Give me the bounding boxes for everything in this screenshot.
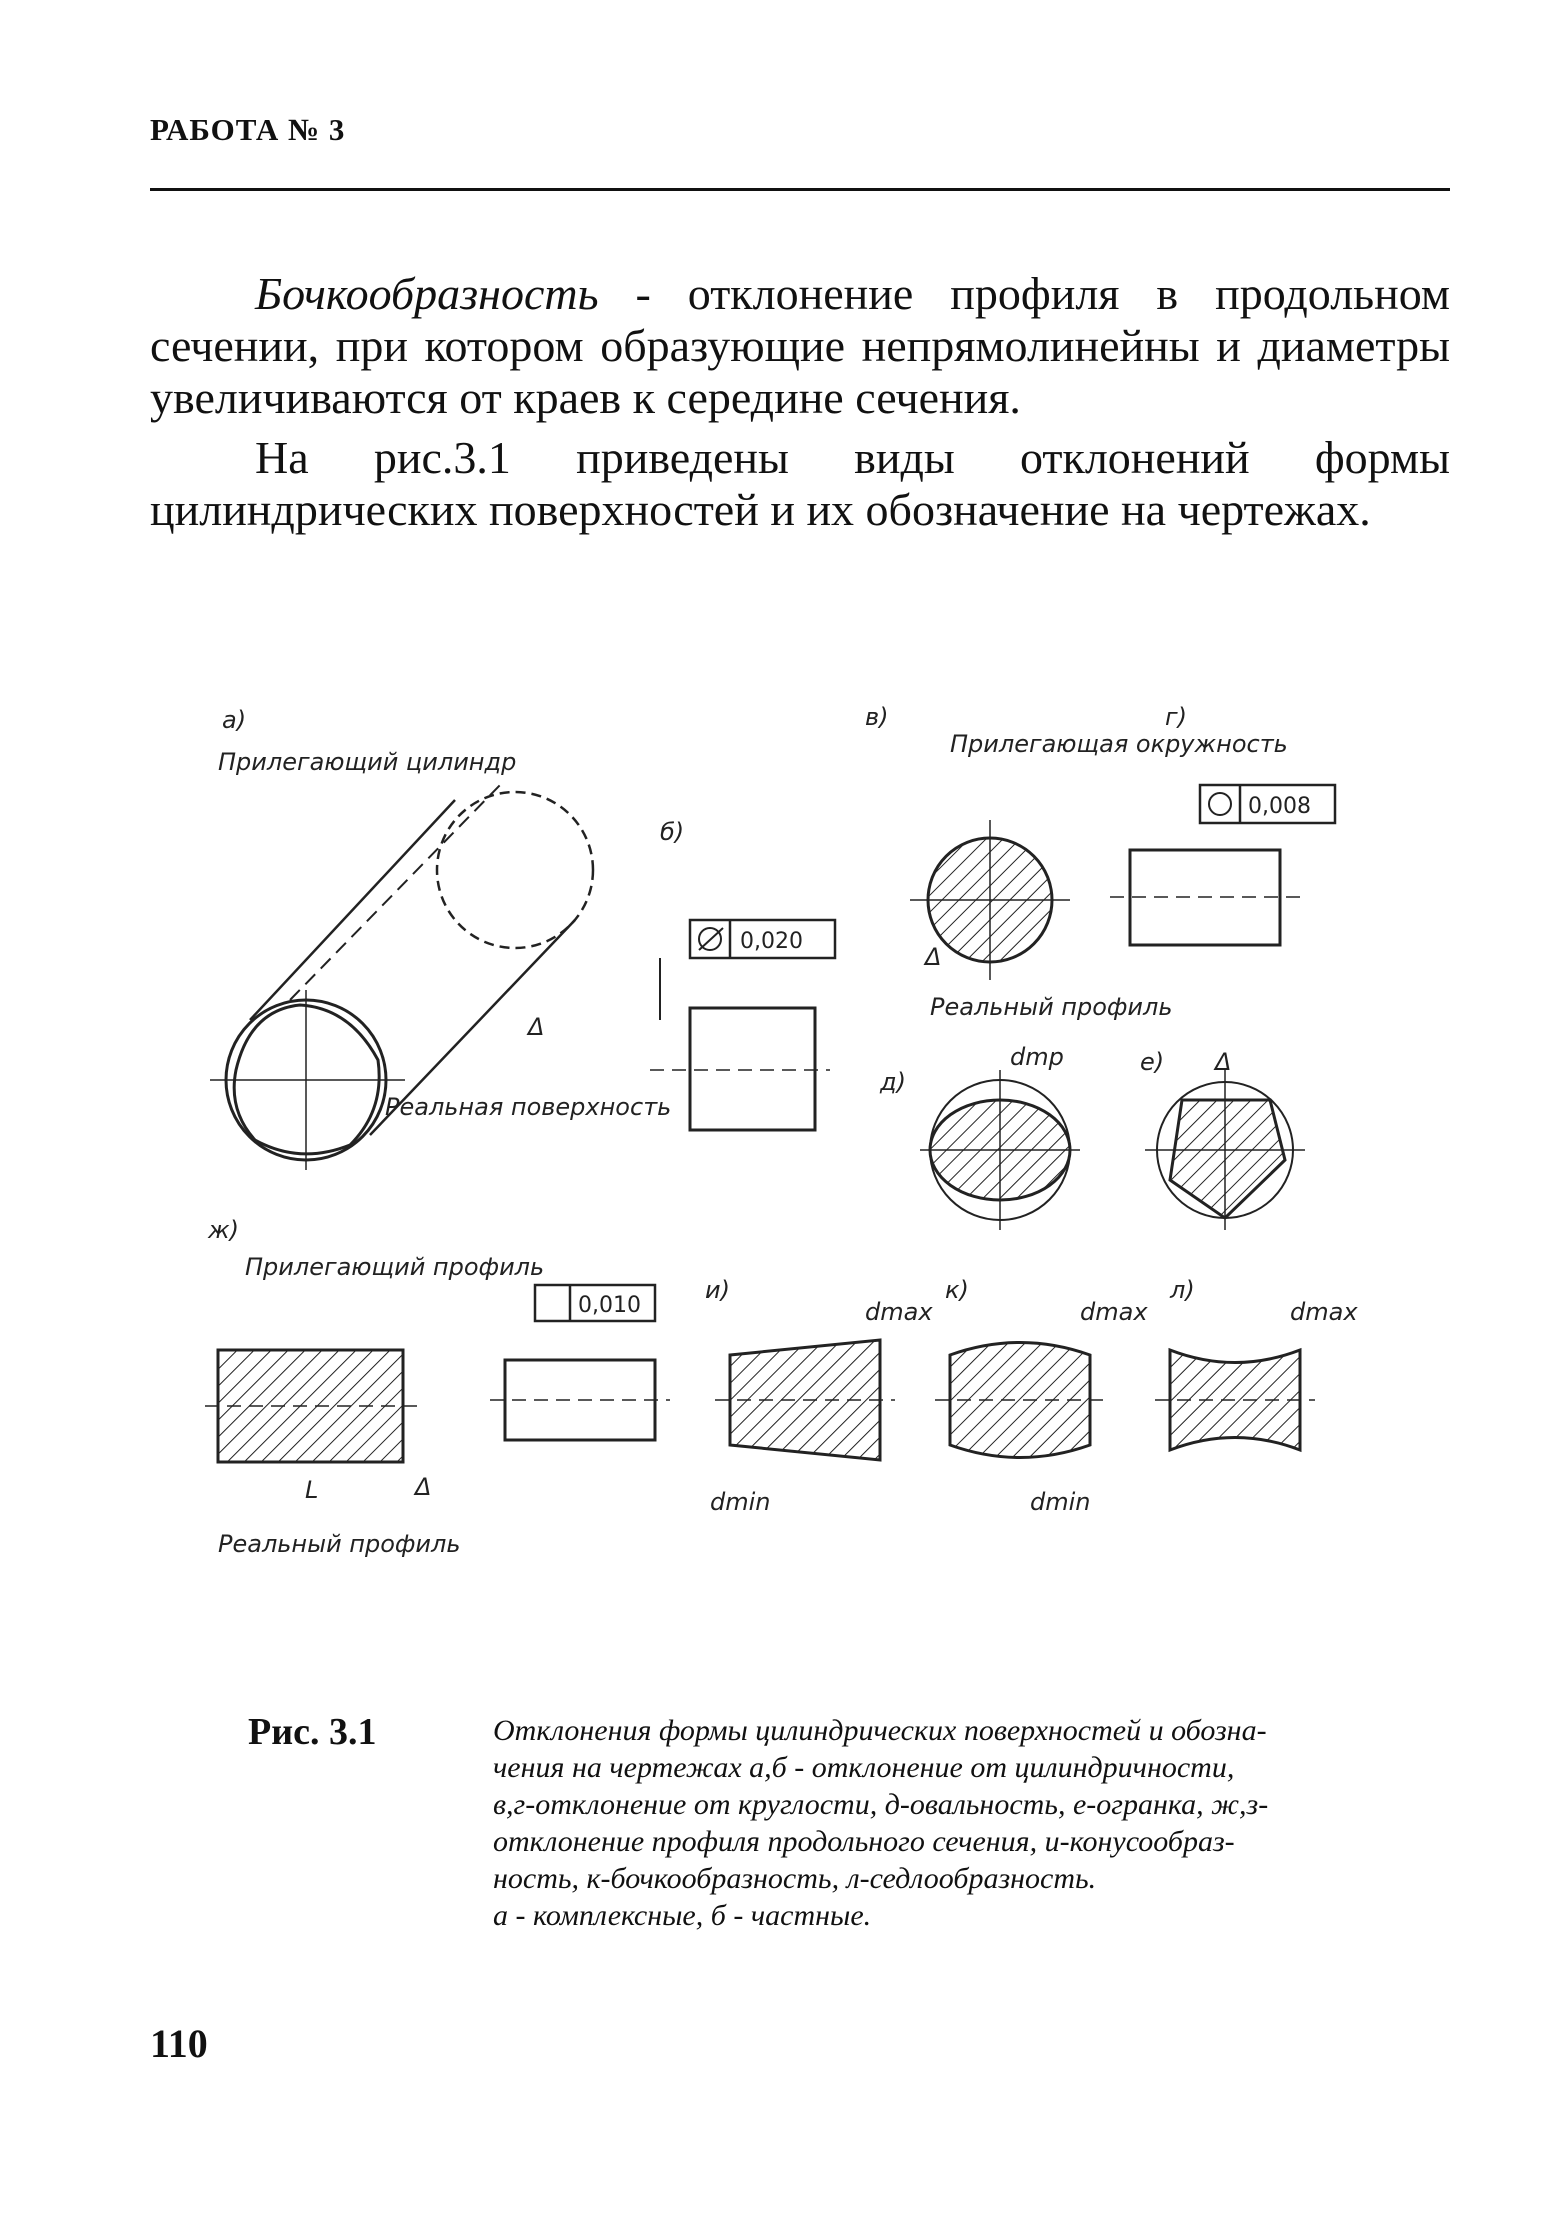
label-delta-v: Δ	[923, 943, 941, 971]
label-d: д)	[879, 1068, 906, 1096]
view-z-profile-frame: 0,010	[490, 1283, 670, 1442]
label-i: и)	[705, 1276, 730, 1304]
header-rule	[150, 188, 1450, 191]
view-b-cylindricity: б) 0,020	[650, 818, 837, 1132]
label-l: л)	[1169, 1276, 1195, 1304]
view-v-roundness: в) Прилегающая окружность Δ Реальный про…	[865, 703, 1288, 1021]
round-tol-value: 0,008	[1248, 794, 1311, 819]
label-dmax-k: dmax	[1080, 1298, 1148, 1326]
axis-a	[289, 784, 501, 1001]
cyl-b-body	[688, 1006, 817, 1132]
profile-tol-value: 0,010	[578, 1293, 641, 1318]
caption-line: в,г-отклонение от круглости, д-овальност…	[493, 1788, 1269, 1821]
label-g: г)	[1165, 703, 1187, 731]
cylindricity-symbol-icon	[698, 927, 722, 951]
caption-line: ность, к-бочкообразность, л-седлообразно…	[493, 1862, 1097, 1895]
caption-line: а - комплексные, б - частные.	[493, 1899, 872, 1932]
label-zh: ж)	[207, 1216, 239, 1244]
generatrix-bottom	[369, 919, 576, 1136]
label-L: L	[305, 1476, 318, 1504]
caption-line: отклонение профиля продольного сечения, …	[493, 1825, 1235, 1858]
cylinder-back-circle	[435, 790, 595, 950]
paragraph-figure-intro: На рис.3.1 приведены виды отклонений фор…	[150, 432, 1450, 535]
figure-caption-title: Рис. 3.1	[248, 1711, 377, 1753]
view-g-roundness-frame: г) 0,008	[1110, 703, 1337, 947]
round-g-body	[1128, 848, 1282, 947]
cyl-tol-value: 0,020	[740, 929, 803, 954]
label-real-profile-2: Реальный профиль	[218, 1530, 461, 1558]
faceted-profile	[1168, 1098, 1287, 1220]
paragraph-barrel-text: - отклонение профиля в продольном сечени…	[150, 268, 1450, 423]
running-header: РАБОТА № 3	[150, 112, 346, 147]
label-k: к)	[945, 1276, 969, 1304]
label-real-profile: Реальный профиль	[930, 993, 1173, 1021]
label-delta-e: Δ	[1213, 1048, 1231, 1076]
view-i-taper: и) dmax dmin	[705, 1276, 933, 1516]
label-adj-profile: Прилегающий профиль	[245, 1253, 544, 1281]
real-front-profile	[232, 1003, 381, 1156]
label-a: а)	[222, 706, 246, 734]
view-k-barrel: к) dmax dmin	[935, 1276, 1148, 1516]
view-zh-longitudinal: ж) Прилегающий профиль L Δ Реальный проф…	[205, 1216, 544, 1558]
term-barrel: Бочкообразность	[255, 268, 599, 319]
generatrix-top	[249, 799, 456, 1021]
roundness-symbol-icon	[1208, 792, 1232, 816]
label-dmax-l: dmax	[1290, 1298, 1358, 1326]
view-a-cylinder: а) Прилегающий цилиндр Δ Реальная поверх…	[210, 706, 671, 1170]
label-dmax-i: dmax	[865, 1298, 933, 1326]
view-d-ovality: д) dmp	[879, 1043, 1080, 1230]
figure-caption-text: Отклонения формы цилиндрических поверхно…	[493, 1712, 1453, 1934]
figure-drawing: а) Прилегающий цилиндр Δ Реальная поверх…	[205, 703, 1358, 1558]
label-dmin-k: dmin	[1030, 1488, 1091, 1516]
view-e-faceting: е) Δ	[1140, 1048, 1305, 1230]
label-v: в)	[865, 703, 889, 731]
profile-tol-frame	[533, 1283, 657, 1323]
label-e: е)	[1140, 1048, 1164, 1076]
caption-line: Отклонения формы цилиндрических поверхно…	[493, 1714, 1267, 1747]
label-real-surface: Реальная поверхность	[385, 1093, 671, 1121]
paragraph-barrel: Бочкообразность - отклонение профиля в п…	[150, 268, 1450, 424]
label-b: б)	[660, 818, 684, 846]
cyl-tol-frame	[688, 918, 837, 960]
label-delta-zh: Δ	[413, 1473, 431, 1501]
label-dmin-i: dmin	[710, 1488, 771, 1516]
view-l-saddle: л) dmax	[1155, 1276, 1358, 1453]
label-dmp: dmp	[1010, 1043, 1064, 1071]
round-tol-frame	[1198, 783, 1337, 825]
label-adj-cylinder: Прилегающий цилиндр	[218, 748, 516, 776]
figure-3-1: а) Прилегающий цилиндр Δ Реальная поверх…	[150, 690, 1460, 1590]
label-delta-a: Δ	[526, 1013, 544, 1041]
barrel-profile	[948, 1341, 1092, 1459]
label-adj-circle: Прилегающая окружность	[950, 730, 1288, 758]
profile-zh-body	[216, 1348, 405, 1464]
caption-line: чения на чертежах а,б - отклонение от ци…	[493, 1751, 1235, 1784]
page-number: 110	[150, 2021, 208, 2066]
